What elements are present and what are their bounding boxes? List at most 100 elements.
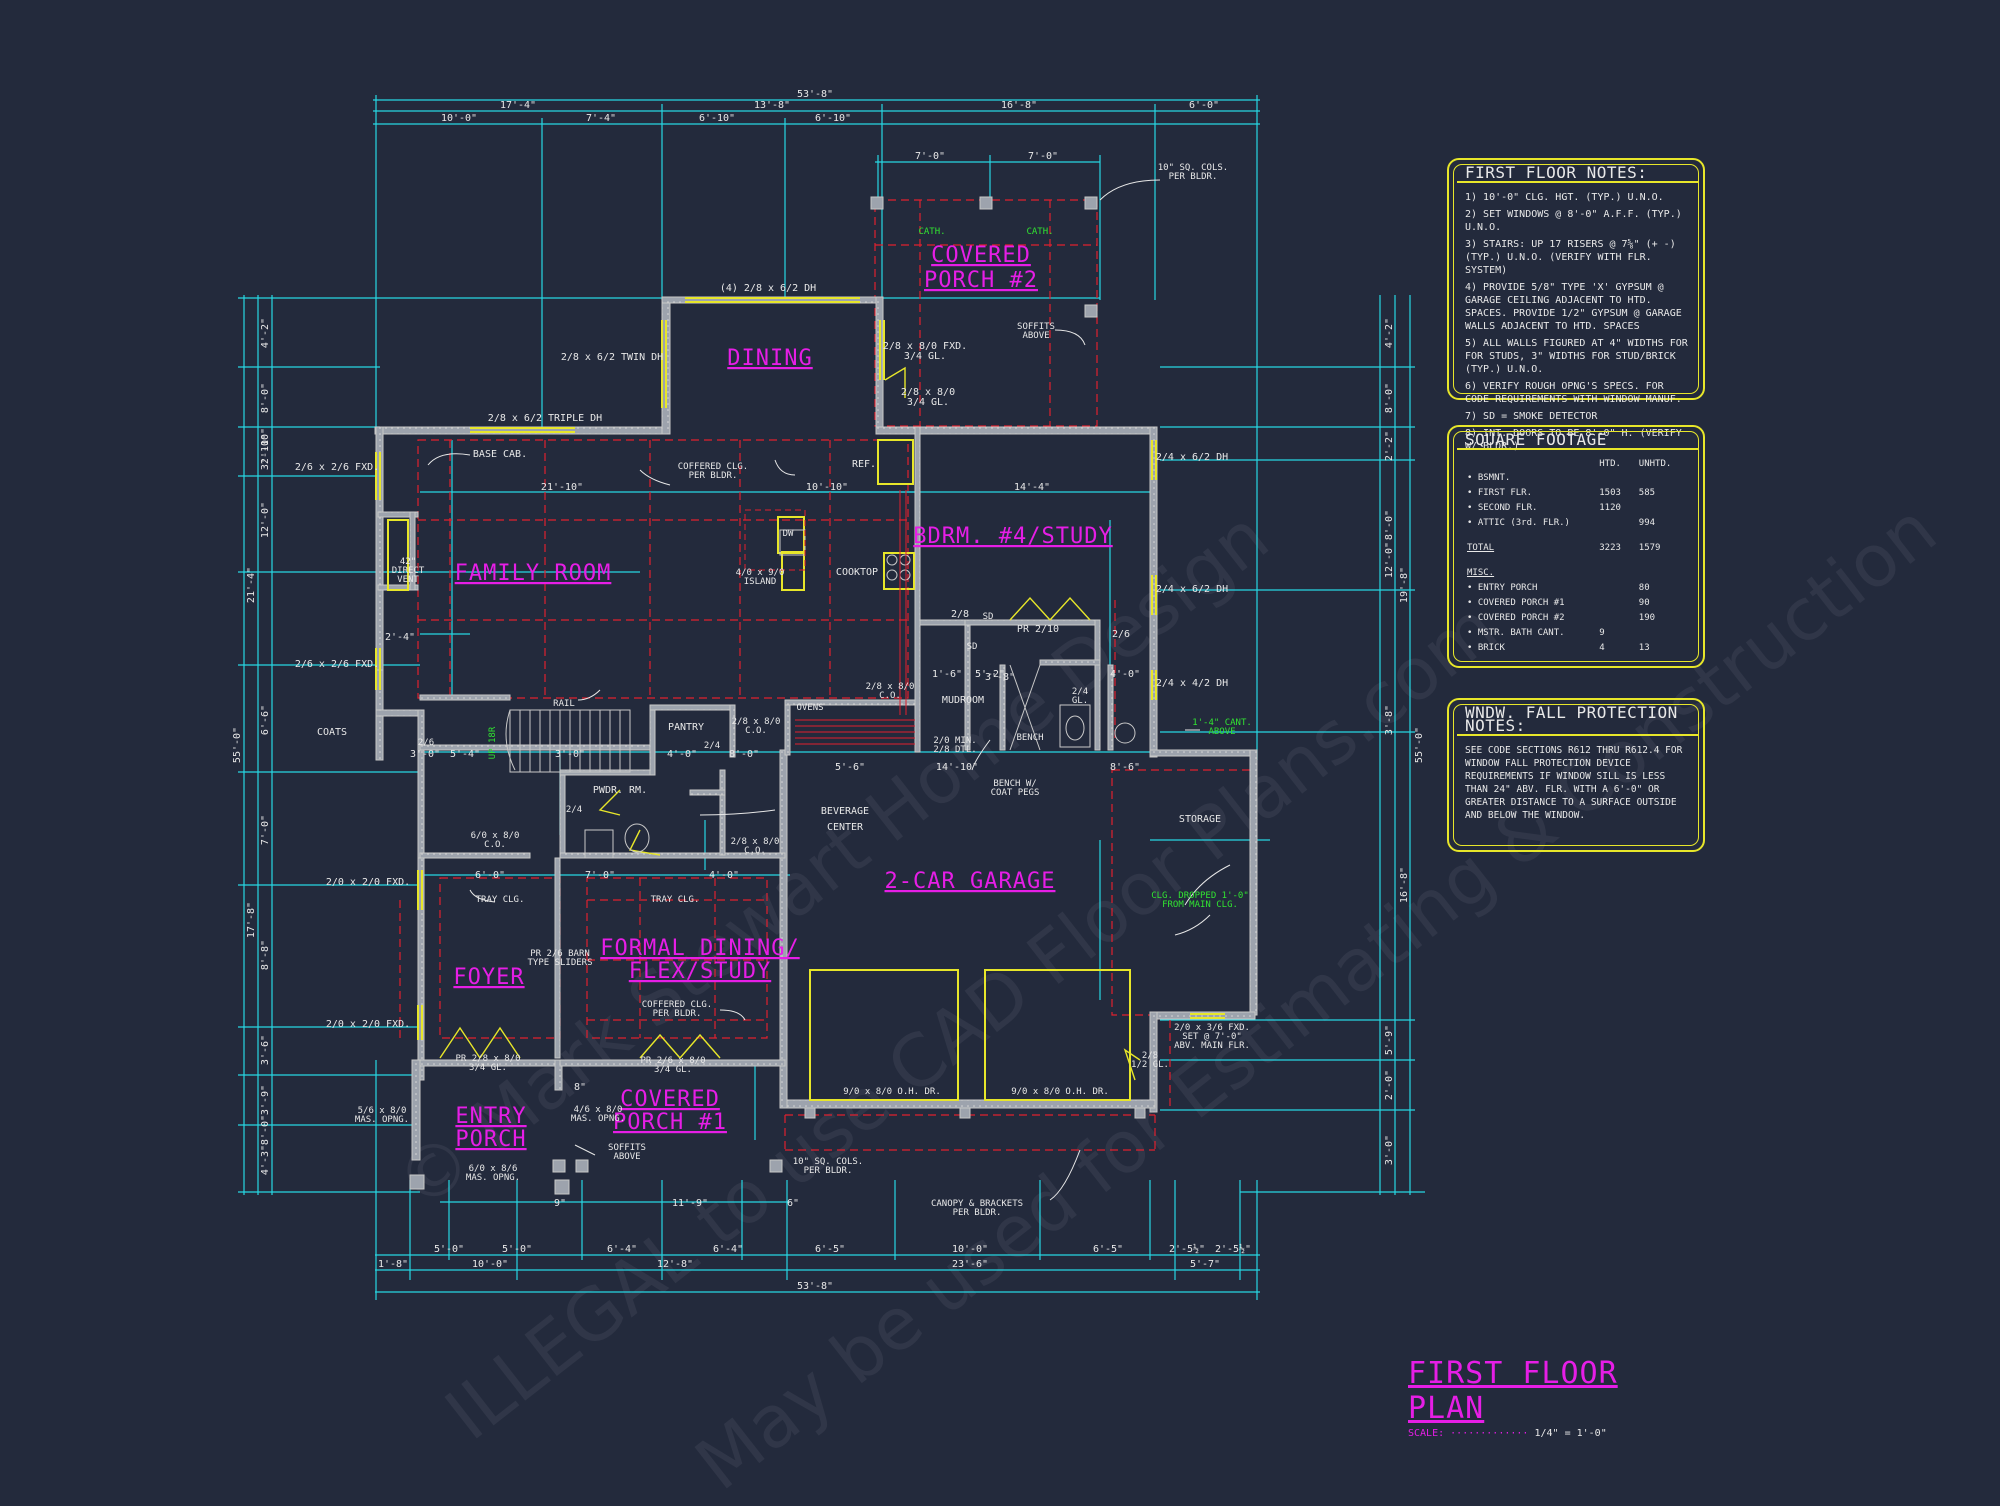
label-door-610-co-2: C.O. bbox=[484, 840, 506, 850]
label-barn-2: TYPE SLIDERS bbox=[527, 958, 592, 968]
label-triple-dh: 2/8 x 6/2 TRIPLE DH bbox=[488, 413, 602, 424]
dimension-label: 5'-0" bbox=[502, 1244, 532, 1255]
label-door-24-mud-2: GL. bbox=[1072, 696, 1088, 706]
dimension-label: 14'-4" bbox=[1014, 482, 1050, 493]
label-pr-foyer-2: 3/4 GL. bbox=[469, 1063, 507, 1073]
annotations: CATH. CATH. (4) 2/8 x 6/2 DH 2/8 x 6/2 T… bbox=[295, 163, 1252, 1218]
fixtures bbox=[584, 509, 1136, 859]
dimension-label: 5'-2" bbox=[975, 669, 1005, 680]
dimension-label: 7'-0" bbox=[585, 870, 615, 881]
room-label-entry-porch-line2: PORCH bbox=[455, 1127, 526, 1152]
room-label-foyer: FOYER bbox=[453, 965, 524, 990]
dimension-label: 3'-8" bbox=[1384, 705, 1395, 735]
label-up-18r: UP 18R bbox=[488, 726, 498, 759]
label-fxd-dining: 2/8 x 8/0 FXD. bbox=[883, 341, 967, 352]
dimension-label: 21'-4" bbox=[246, 567, 257, 603]
label-rail: RAIL bbox=[553, 699, 575, 709]
label-w-garage-2: SET @ 7'-0" bbox=[1182, 1032, 1242, 1042]
dimension-label: 5'-9" bbox=[1384, 1025, 1395, 1055]
dimension-label: 8'-8" bbox=[260, 940, 271, 970]
drawing-title: FIRST FLOOR PLAN bbox=[1408, 1356, 1618, 1426]
room-label-dining: DINING bbox=[727, 346, 812, 371]
dimension-label: 14'-10" bbox=[936, 762, 978, 773]
dimension-label: 3'-8" bbox=[985, 672, 1015, 683]
dimension-label: 6'-0" bbox=[475, 870, 505, 881]
label-coffered-dining-2: PER BLDR. bbox=[653, 1009, 702, 1019]
label-door-pantry-2: C.O. bbox=[745, 726, 767, 736]
label-tray-2: TRAY CLG. bbox=[651, 895, 700, 905]
dimension-label: 6" bbox=[787, 1198, 799, 1209]
dimension-text: 53'-8"17'-4"13'-8"16'-8"6'-0"10'-0"7'-4"… bbox=[232, 89, 1425, 1292]
dimension-label: 3'-0" bbox=[1384, 1135, 1395, 1165]
dimension-label: 8'-0" bbox=[729, 749, 759, 760]
dimension-label: 11'-9" bbox=[672, 1198, 708, 1209]
label-door-24-pantry: 2/4 bbox=[704, 741, 720, 751]
dimension-label: 10'-0" bbox=[952, 1244, 988, 1255]
label-door-26-coats: 2/6 bbox=[418, 738, 434, 748]
dimension-label: 4'-0" bbox=[667, 749, 697, 760]
label-fxd-dining-2: 3/4 GL. bbox=[904, 351, 946, 362]
label-door-28-garage: 2/8 bbox=[1142, 1051, 1158, 1061]
label-coffered-family-2: PER BLDR. bbox=[689, 471, 738, 481]
room-label-covered-porch-1-line2: PORCH #1 bbox=[613, 1110, 727, 1135]
room-label-covered-porch-1: COVERED bbox=[620, 1087, 720, 1112]
label-pr-210: PR 2/10 bbox=[1017, 624, 1059, 635]
label-ref: REF. bbox=[852, 459, 876, 470]
dimension-label: 1'-6" bbox=[932, 669, 962, 680]
label-fxd-1: 2/6 x 2/6 FXD. bbox=[295, 462, 379, 473]
label-bd-door: 2/8 bbox=[951, 609, 969, 620]
dimension-label: 5'-6" bbox=[835, 762, 865, 773]
label-w-garage: 2/0 x 3/6 FXD. bbox=[1174, 1023, 1250, 1033]
sf-col-htd: HTD. bbox=[1599, 459, 1621, 469]
note-item: 6) VERIFY ROUGH OPNG'S SPECS. FOR CODE R… bbox=[1465, 381, 1682, 405]
label-direct-vent: 42" bbox=[400, 557, 416, 567]
label-bench: BENCH bbox=[1016, 733, 1043, 743]
dimension-label: 2'-10" bbox=[260, 428, 271, 464]
dimension-label: 6'-0" bbox=[1189, 100, 1219, 111]
dimension-label: 6'-10" bbox=[699, 113, 735, 124]
dimension-label: 4'-2" bbox=[1384, 318, 1395, 348]
room-label-mudroom: MUDROOM bbox=[942, 695, 984, 706]
room-label-entry-porch: ENTRY bbox=[455, 1104, 526, 1129]
label-door-28-garage-2: 1/2 GL. bbox=[1131, 1060, 1169, 1070]
dimension-label: 6'-5" bbox=[815, 1244, 845, 1255]
square-footage-panel: SQUARE FOOTAGE HTD. UNHTD. • BSMNT.• FIR… bbox=[1447, 425, 1705, 668]
label-clg-dropped-2: FROM MAIN CLG. bbox=[1162, 900, 1238, 910]
note-item: 2) SET WINDOWS @ 8'-0" A.F.F. (TYP.) U.N… bbox=[1465, 209, 1682, 233]
label-mas-opng-3b: MAS. OPNG. bbox=[466, 1173, 520, 1183]
note-item: 7) SD = SMOKE DETECTOR bbox=[1465, 411, 1598, 422]
label-door-28-co: 2/8 x 8/0 bbox=[866, 682, 915, 692]
first-floor-notes-title: FIRST FLOOR NOTES: bbox=[1457, 164, 1699, 183]
label-pr-dining: PR 2/6 x 8/0 bbox=[640, 1056, 705, 1066]
label-cols-bot-2: PER BLDR. bbox=[804, 1166, 853, 1176]
dimension-label: 10'-0" bbox=[472, 1259, 508, 1270]
dimension-label: 7'-0" bbox=[260, 815, 271, 845]
dimension-label: 13'-8" bbox=[754, 100, 790, 111]
room-label-pantry: PANTRY bbox=[668, 722, 704, 733]
fall-protection-panel: WNDW. FALL PROTECTION NOTES: SEE CODE SE… bbox=[1447, 698, 1705, 852]
room-label-formal-dining: FORMAL DINING/ bbox=[600, 936, 799, 961]
dimension-label: 8'-0" bbox=[1384, 383, 1395, 413]
dimension-label: 2'-0" bbox=[1384, 1070, 1395, 1100]
dimension-label: 3'-9" bbox=[260, 1085, 271, 1115]
dimension-label: 53'-8" bbox=[797, 89, 833, 100]
room-label-family-room: FAMILY ROOM bbox=[455, 561, 612, 586]
label-tray-1: TRAY CLG. bbox=[476, 895, 525, 905]
dimension-label: 6'-10" bbox=[815, 113, 851, 124]
dimension-label: 4'-0" bbox=[1110, 669, 1140, 680]
label-cant-above: 1'-4" CANT. bbox=[1192, 718, 1252, 728]
dimension-label: 6'-6" bbox=[260, 705, 271, 735]
dimension-label: 8" bbox=[574, 1082, 586, 1093]
label-soffits-bot-2: ABOVE bbox=[613, 1152, 640, 1162]
stairs bbox=[505, 709, 631, 773]
label-min-dtl: 2/0 MIN. bbox=[933, 736, 976, 746]
dimension-label: 4'-3" bbox=[260, 1145, 271, 1175]
dimension-label: 6'-4" bbox=[713, 1244, 743, 1255]
label-clg-dropped: CLG. DROPPED 1'-0" bbox=[1151, 891, 1249, 901]
label-cooktop: COOKTOP bbox=[836, 567, 878, 578]
